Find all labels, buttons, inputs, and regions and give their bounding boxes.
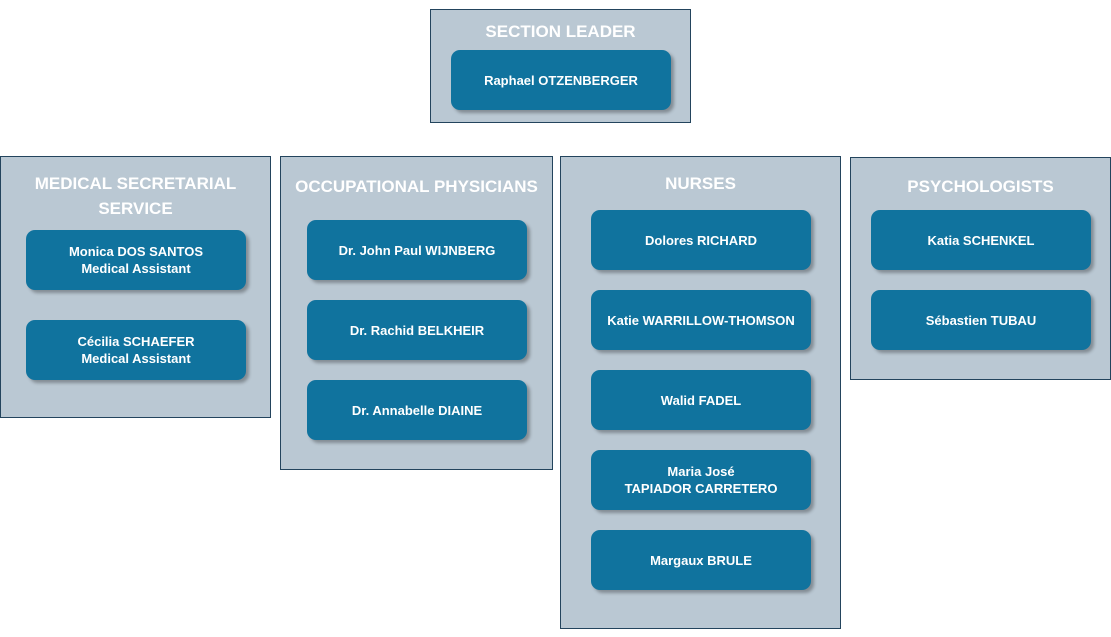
medical-secretarial-group: MEDICAL SECRETARIAL SERVICE Monica DOS S… [0, 156, 271, 418]
card-katia-schenkel[interactable]: Katia SCHENKEL [871, 210, 1091, 270]
card-name: Maria José [667, 464, 735, 479]
card-margaux-brule[interactable]: Margaux BRULE [591, 530, 811, 590]
card-name: Dr. John Paul WIJNBERG [338, 242, 496, 258]
card-walid-fadel[interactable]: Walid FADEL [591, 370, 811, 430]
card-name: Dr. Rachid BELKHEIR [349, 322, 485, 338]
card-name: Margaux BRULE [650, 552, 752, 568]
card-cecilia-schaefer[interactable]: Cécilia SCHAEFER Medical Assistant [26, 320, 246, 380]
card-katie-warrillow-thomson[interactable]: Katie WARRILLOW-THOMSON [591, 290, 811, 350]
card-annabelle-diaine[interactable]: Dr. Annabelle DIAINE [307, 380, 527, 440]
section-leader-title: SECTION LEADER [485, 22, 636, 41]
card-name: Katie WARRILLOW-THOMSON [607, 312, 795, 328]
card-role: Medical Assistant [81, 261, 191, 276]
occupational-physicians-group: OCCUPATIONAL PHYSICIANS Dr. John Paul WI… [280, 156, 553, 470]
card-name: Dolores RICHARD [645, 232, 757, 248]
card-name: Walid FADEL [660, 392, 742, 408]
occupational-physicians-title: OCCUPATIONAL PHYSICIANS [295, 177, 538, 196]
psychologists-title: PSYCHOLOGISTS [907, 177, 1054, 196]
card-name: Katia SCHENKEL [927, 232, 1035, 248]
card-name: Monica DOS SANTOS [68, 244, 204, 259]
card-name: Dr. Annabelle DIAINE [351, 402, 483, 418]
card-rachid-belkheir[interactable]: Dr. Rachid BELKHEIR [307, 300, 527, 360]
card-name: Cécilia SCHAEFER [77, 334, 195, 349]
nurses-title: NURSES [665, 174, 736, 193]
card-name-continued: TAPIADOR CARRETERO [624, 481, 778, 496]
psychologists-group: PSYCHOLOGISTS Katia SCHENKEL Sébastien T… [850, 157, 1111, 380]
section-leader-group: SECTION LEADER Raphael OTZENBERGER [430, 9, 691, 123]
card-name: Sébastien TUBAU [925, 312, 1037, 328]
card-sebastien-tubau[interactable]: Sébastien TUBAU [871, 290, 1091, 350]
nurses-group: NURSES Dolores RICHARD Katie WARRILLOW-T… [560, 156, 841, 629]
card-john-paul-wijnberg[interactable]: Dr. John Paul WIJNBERG [307, 220, 527, 280]
medical-secretarial-title: MEDICAL SECRETARIAL SERVICE [34, 174, 237, 218]
card-name: Raphael OTZENBERGER [484, 72, 638, 88]
card-monica-dos-santos[interactable]: Monica DOS SANTOS Medical Assistant [26, 230, 246, 290]
card-dolores-richard[interactable]: Dolores RICHARD [591, 210, 811, 270]
card-maria-jose-tapiador-carretero[interactable]: Maria José TAPIADOR CARRETERO [591, 450, 811, 510]
card-role: Medical Assistant [81, 351, 191, 366]
card-raphael-otzenberger[interactable]: Raphael OTZENBERGER [451, 50, 671, 110]
